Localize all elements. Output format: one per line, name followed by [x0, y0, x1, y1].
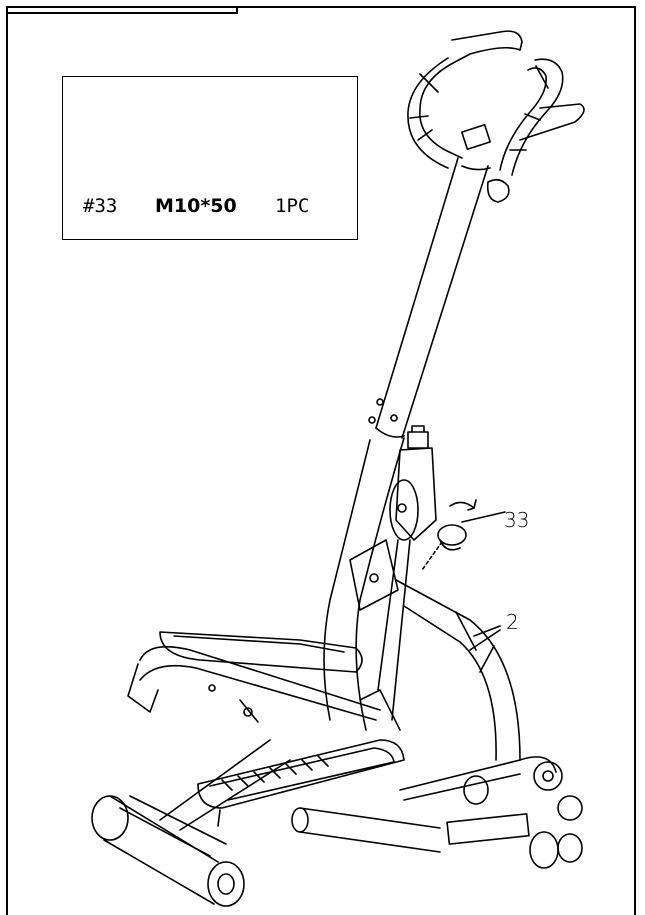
cable [377, 539, 411, 721]
callout-frame: 2 [506, 610, 519, 634]
part-number: #33 [83, 195, 118, 217]
frame-2 [395, 579, 521, 761]
leader-2 [473, 625, 501, 637]
page-frame [6, 6, 636, 915]
base-frame [91, 689, 583, 907]
part-size: M10*50 [155, 195, 237, 217]
part-quantity: 1PC [275, 195, 310, 217]
right-pedal [197, 739, 405, 827]
handlebar [407, 30, 585, 203]
parts-list-row: #33 M10*50 1PC [83, 195, 343, 217]
main-column [323, 157, 491, 731]
callout-knob: 33 [504, 508, 530, 532]
parts-inset: #33 M10*50 1PC [62, 76, 358, 240]
left-pedal [127, 631, 381, 723]
knob-33 [421, 499, 506, 571]
pulley-housing [349, 425, 437, 611]
header-tab [8, 6, 238, 14]
